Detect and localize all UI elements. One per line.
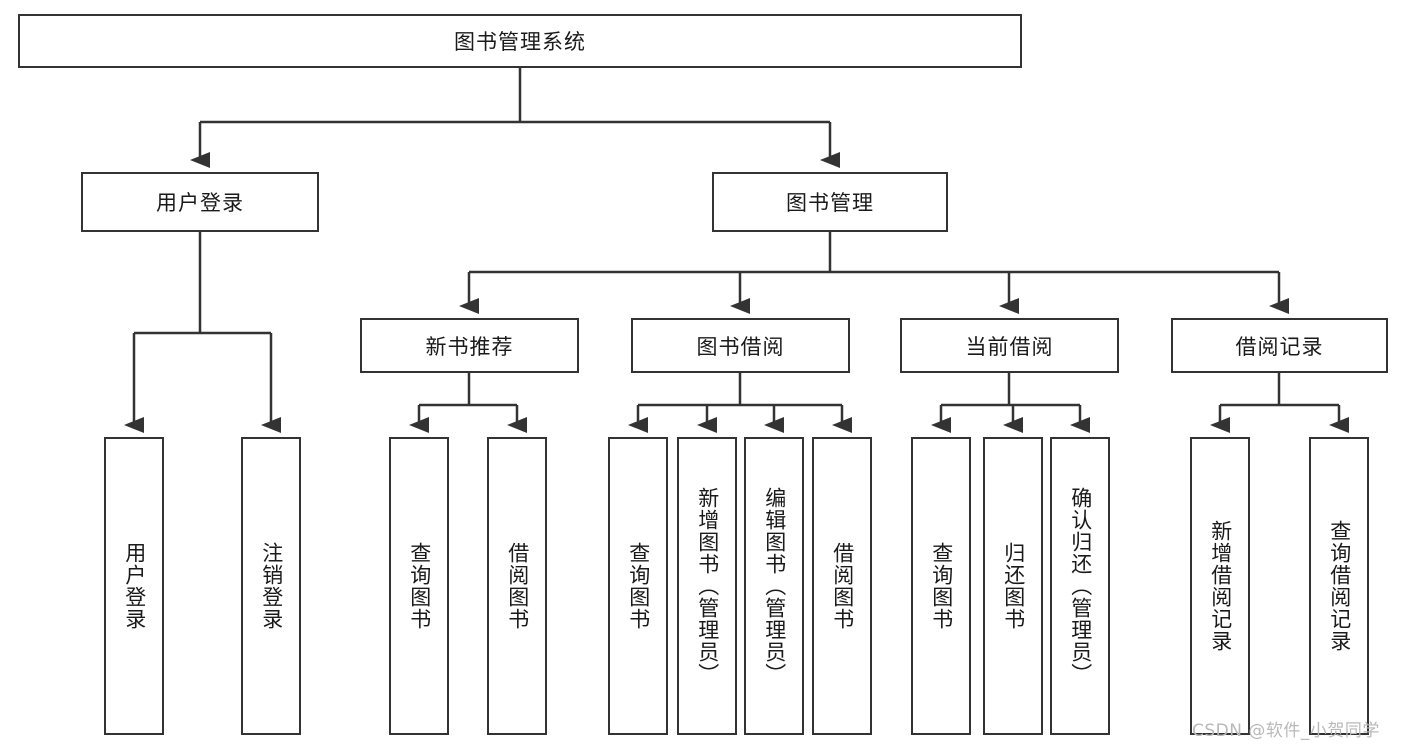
node-leaf-query-record[interactable]: 查询借阅记录 xyxy=(1309,437,1369,735)
node-book-borrow[interactable]: 图书借阅 xyxy=(631,318,850,373)
node-root[interactable]: 图书管理系统 xyxy=(18,14,1022,68)
node-leaf-label: 注销登录 xyxy=(259,542,284,630)
node-leaf-label: 新增图书（管理员） xyxy=(695,487,720,685)
node-book-manage[interactable]: 图书管理 xyxy=(712,172,948,232)
node-leaf-label: 确认归还（管理员） xyxy=(1068,487,1093,685)
node-leaf-label: 借阅图书 xyxy=(505,542,530,630)
node-book-borrow-label: 图书借阅 xyxy=(696,334,785,359)
node-leaf-logout[interactable]: 注销登录 xyxy=(241,437,301,735)
node-book-manage-label: 图书管理 xyxy=(786,191,874,215)
node-new-book-rec[interactable]: 新书推荐 xyxy=(360,318,579,373)
node-new-book-rec-label: 新书推荐 xyxy=(425,334,514,359)
node-current-borrow-label: 当前借阅 xyxy=(965,334,1054,359)
node-leaf-label: 查询图书 xyxy=(626,542,651,630)
node-current-borrow[interactable]: 当前借阅 xyxy=(900,318,1119,373)
node-leaf-label: 编辑图书（管理员） xyxy=(762,487,787,685)
node-root-label: 图书管理系统 xyxy=(454,30,586,54)
node-user-login-label: 用户登录 xyxy=(156,191,244,215)
node-leaf-query-book-3[interactable]: 查询图书 xyxy=(911,437,971,735)
node-leaf-label: 查询借阅记录 xyxy=(1327,520,1352,652)
node-leaf-user-login[interactable]: 用户登录 xyxy=(104,437,164,735)
node-leaf-edit-book[interactable]: 编辑图书（管理员） xyxy=(744,437,804,735)
node-leaf-label: 归还图书 xyxy=(1001,542,1026,630)
node-leaf-add-book[interactable]: 新增图书（管理员） xyxy=(677,437,737,735)
csdn-watermark: CSDN @软件_小贺同学 xyxy=(1192,721,1380,741)
node-leaf-borrow-book-1[interactable]: 借阅图书 xyxy=(487,437,547,735)
node-leaf-label: 查询图书 xyxy=(929,542,954,630)
node-leaf-label: 用户登录 xyxy=(122,542,147,630)
node-leaf-query-book-1[interactable]: 查询图书 xyxy=(389,437,449,735)
node-leaf-add-record[interactable]: 新增借阅记录 xyxy=(1190,437,1250,735)
node-leaf-confirm-return[interactable]: 确认归还（管理员） xyxy=(1050,437,1110,735)
node-user-login[interactable]: 用户登录 xyxy=(81,172,319,232)
node-leaf-label: 新增借阅记录 xyxy=(1208,520,1233,652)
node-leaf-label: 借阅图书 xyxy=(830,542,855,630)
node-leaf-label: 查询图书 xyxy=(407,542,432,630)
node-leaf-borrow-book-2[interactable]: 借阅图书 xyxy=(812,437,872,735)
node-leaf-query-book-2[interactable]: 查询图书 xyxy=(608,437,668,735)
node-borrow-record-label: 借阅记录 xyxy=(1235,334,1324,359)
node-borrow-record[interactable]: 借阅记录 xyxy=(1171,318,1388,373)
node-leaf-return-book[interactable]: 归还图书 xyxy=(983,437,1043,735)
